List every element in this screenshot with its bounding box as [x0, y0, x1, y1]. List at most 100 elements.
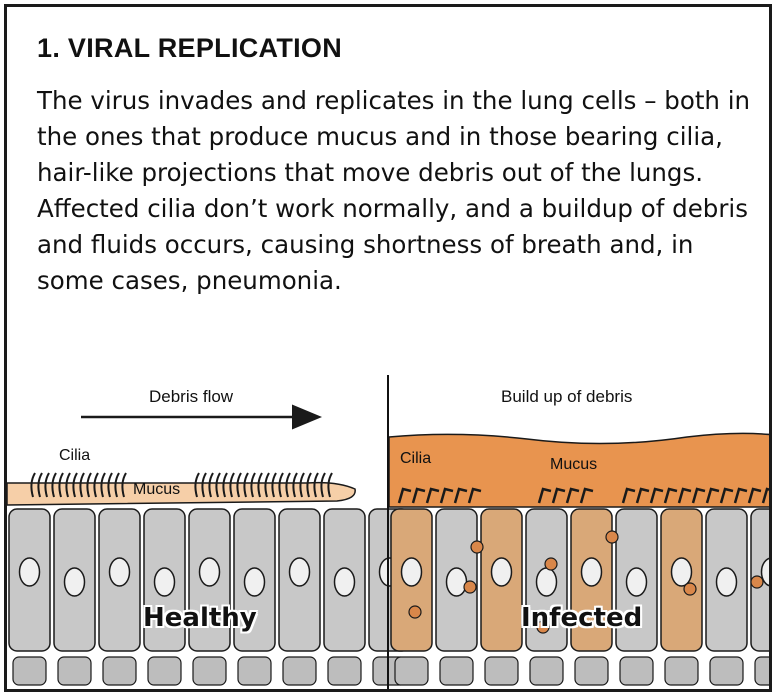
cilium [51, 472, 57, 498]
basal-cell [574, 656, 609, 686]
cilium [37, 472, 43, 498]
cilium [72, 472, 78, 498]
virus-particle [750, 575, 764, 589]
virus-particle [683, 582, 697, 596]
cilium [236, 472, 242, 498]
broken-cilium [733, 487, 748, 504]
infected-mucus-label: Mucus [550, 456, 598, 473]
cilium [250, 472, 256, 498]
cell-nucleus [715, 567, 738, 597]
cell-nucleus [490, 557, 513, 587]
basal-cell [709, 656, 744, 686]
cell-nucleus [243, 567, 266, 597]
broken-cilium [439, 487, 454, 504]
virus-particle [605, 530, 619, 544]
cell-nucleus [625, 567, 648, 597]
cilium [264, 472, 270, 498]
broken-cilium [467, 487, 482, 504]
cell-nucleus [333, 567, 356, 597]
cilium [194, 472, 200, 498]
basal-cell [327, 656, 362, 686]
infected-label: Infected [521, 603, 643, 633]
healthy-cilia-label: Cilia [59, 447, 91, 464]
cell-nucleus [108, 557, 131, 587]
broken-cilium [397, 487, 412, 504]
cilium [327, 472, 333, 498]
cell-nucleus [288, 557, 311, 587]
broken-cilium [691, 487, 706, 504]
healthy-cilia [30, 472, 333, 498]
cilium [44, 472, 50, 498]
cilium [215, 472, 221, 498]
virus-particle [463, 580, 477, 594]
cilium [100, 472, 106, 498]
basal-cell [439, 656, 474, 686]
broken-cilium [425, 487, 440, 504]
cilium [278, 472, 284, 498]
broken-cilium [635, 487, 650, 504]
cell-nucleus [198, 557, 221, 587]
basal-cell [484, 656, 519, 686]
virus-particle [408, 605, 422, 619]
basal-cell [529, 656, 564, 686]
section-heading: 1. VIRAL REPLICATION [37, 33, 343, 63]
cilium [222, 472, 228, 498]
cilium [107, 472, 113, 498]
infected-cilia [397, 487, 769, 504]
infected-mucus-layer [388, 432, 769, 508]
virus-particles [408, 530, 764, 634]
cilium [271, 472, 277, 498]
cell-nucleus [760, 557, 769, 587]
cilium [257, 472, 263, 498]
cilium [93, 472, 99, 498]
cell-nucleus [535, 567, 558, 597]
cilium [208, 472, 214, 498]
diagram-frame: 1. VIRAL REPLICATION The virus invades a… [4, 4, 772, 692]
cell-nucleus [18, 557, 41, 587]
broken-cilium [537, 487, 552, 504]
healthy-cells [8, 508, 411, 686]
broken-cilium [747, 487, 762, 504]
virus-particle [470, 540, 484, 554]
broken-cilium [705, 487, 720, 504]
cilium [285, 472, 291, 498]
basal-cell [619, 656, 654, 686]
broken-cilium [411, 487, 426, 504]
broken-cilium [551, 487, 566, 504]
infected-cilia-label: Cilia [400, 450, 432, 467]
cilium [320, 472, 326, 498]
cilium [65, 472, 71, 498]
debris-flow-label: Debris flow [149, 387, 234, 406]
broken-cilium [719, 487, 734, 504]
cilium [313, 472, 319, 498]
cilium [79, 472, 85, 498]
virus-particle [544, 557, 558, 571]
infected-cells [390, 508, 769, 686]
healthy-label: Healthy [143, 603, 257, 633]
broken-cilium [761, 487, 769, 504]
basal-cell [12, 656, 47, 686]
healthy-mucus-label: Mucus [133, 481, 181, 498]
cell-nucleus [580, 557, 603, 587]
cell-nucleus [445, 567, 468, 597]
cilium [121, 472, 127, 498]
broken-cilium [565, 487, 580, 504]
basal-cell [754, 656, 769, 686]
broken-cilium [677, 487, 692, 504]
broken-cilium [663, 487, 678, 504]
broken-cilium [649, 487, 664, 504]
cilium [229, 472, 235, 498]
cell-nucleus [63, 567, 86, 597]
cilium [292, 472, 298, 498]
virus-particle [536, 620, 550, 634]
lung-illustration [7, 404, 769, 686]
cilium [30, 472, 36, 498]
cilium [306, 472, 312, 498]
cell-nucleus [670, 557, 693, 587]
broken-cilium [579, 487, 594, 504]
panel-divider [387, 375, 389, 689]
basal-cell [237, 656, 272, 686]
debris-buildup-label: Build up of debris [501, 387, 633, 406]
cilium [114, 472, 120, 498]
basal-cell [282, 656, 317, 686]
